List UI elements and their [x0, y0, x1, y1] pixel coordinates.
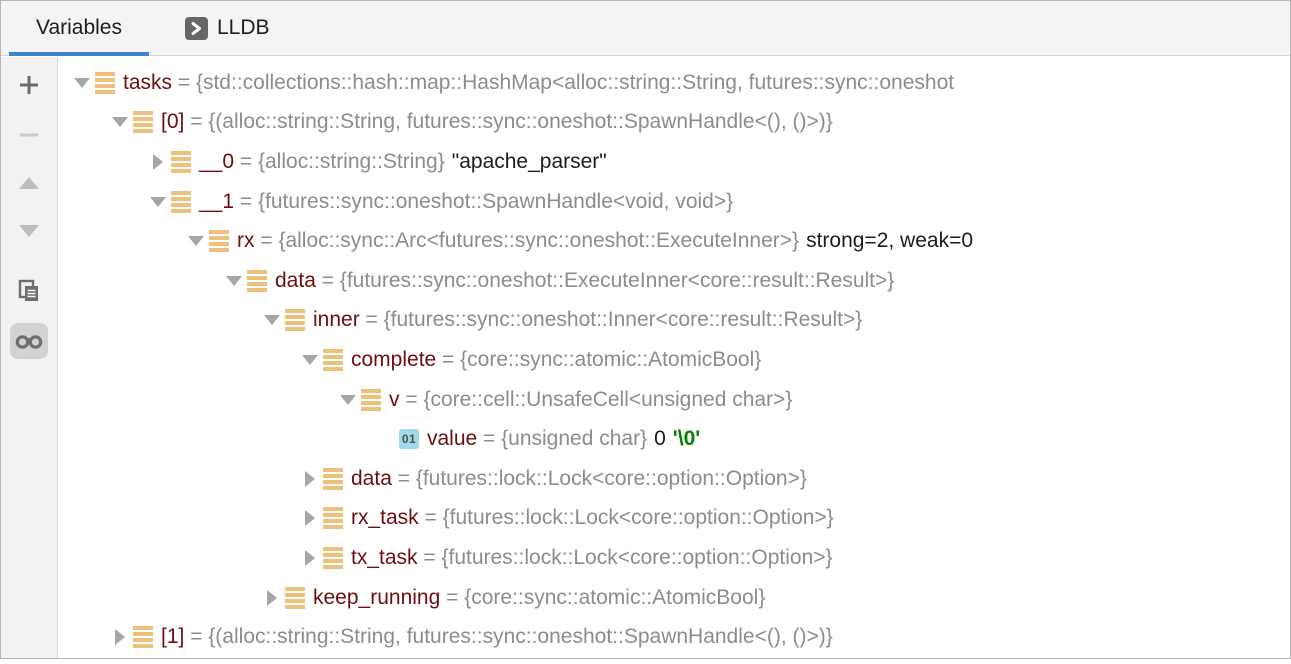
value-text: 0 — [654, 427, 666, 451]
tree-row-value-9[interactable]: 01 value = {unsigned char} 0'\0' — [59, 419, 1289, 459]
primitive-value-icon: 01 — [399, 429, 419, 450]
expander-expanded-icon[interactable] — [112, 117, 128, 128]
arrow-down-icon — [19, 225, 39, 237]
expander-expanded-icon[interactable] — [74, 77, 90, 88]
expander-expanded-icon[interactable] — [264, 315, 280, 326]
tree-row-0-1[interactable]: [0] = {(alloc::string::String, futures::… — [59, 103, 1289, 143]
expander-expanded-icon[interactable] — [226, 275, 242, 286]
expander-collapsed-icon[interactable] — [151, 153, 165, 170]
expander-expanded-icon[interactable] — [340, 394, 356, 405]
struct-icon — [95, 71, 115, 94]
expander-collapsed-icon[interactable] — [303, 549, 317, 566]
tree-row-__1-3[interactable]: __1 = {futures::sync::oneshot::SpawnHand… — [59, 182, 1289, 222]
expander-expanded-icon[interactable] — [188, 236, 204, 247]
struct-icon — [247, 269, 267, 292]
expander-collapsed-icon[interactable] — [303, 510, 317, 527]
struct-icon — [323, 546, 343, 569]
show-watches-button[interactable] — [10, 323, 48, 359]
struct-icon — [133, 111, 153, 134]
tree-row-__0-2[interactable]: __0 = {alloc::string::String} "apache_pa… — [59, 142, 1289, 182]
struct-icon — [323, 348, 343, 371]
tree-row-inner-6[interactable]: inner = {futures::sync::oneshot::Inner<c… — [59, 301, 1289, 341]
tree-row-data-5[interactable]: data = {futures::sync::oneshot::ExecuteI… — [59, 261, 1289, 301]
watch-toolbar — [1, 57, 58, 658]
tab-variables[interactable]: Variables — [9, 1, 149, 56]
expander-expanded-icon[interactable] — [150, 196, 166, 207]
expander-collapsed-icon[interactable] — [113, 629, 127, 646]
struct-icon — [285, 309, 305, 332]
minus-icon — [20, 133, 38, 137]
struct-icon — [171, 190, 191, 213]
tree-row-rx_task-11[interactable]: rx_task = {futures::lock::Lock<core::opt… — [59, 499, 1289, 539]
tree-row-tasks-0[interactable]: tasks = {std::collections::hash::map::Ha… — [59, 63, 1289, 103]
add-watch-button[interactable] — [10, 67, 48, 103]
tab-lldb-label: LLDB — [217, 16, 270, 39]
glasses-icon — [15, 335, 43, 349]
tree-row-1-14[interactable]: [1] = {(alloc::string::String, futures::… — [59, 617, 1289, 657]
tree-row-complete-7[interactable]: complete = {core::sync::atomic::AtomicBo… — [59, 340, 1289, 380]
tab-variables-label: Variables — [36, 16, 122, 39]
variables-tree: tasks = {std::collections::hash::map::Ha… — [59, 57, 1289, 657]
struct-icon — [323, 507, 343, 530]
struct-icon — [171, 150, 191, 173]
struct-icon — [209, 230, 229, 253]
value-text: strong=2, weak=0 — [806, 229, 974, 253]
tree-row-data-10[interactable]: data = {futures::lock::Lock<core::option… — [59, 459, 1289, 499]
console-icon — [185, 16, 208, 40]
move-up-button[interactable] — [10, 165, 48, 201]
copy-value-button[interactable] — [10, 273, 48, 309]
struct-icon — [285, 586, 305, 609]
tree-row-rx-4[interactable]: rx = {alloc::sync::Arc<futures::sync::on… — [59, 221, 1289, 261]
tree-row-keep_running-13[interactable]: keep_running = {core::sync::atomic::Atom… — [59, 578, 1289, 618]
char-value-text: '\0' — [672, 427, 701, 451]
tree-row-tx_task-12[interactable]: tx_task = {futures::lock::Lock<core::opt… — [59, 538, 1289, 578]
expander-collapsed-icon[interactable] — [303, 470, 317, 487]
expander-expanded-icon[interactable] — [302, 354, 318, 365]
arrow-up-icon — [19, 177, 39, 189]
active-tab-underline — [9, 52, 149, 56]
struct-icon — [361, 388, 381, 411]
plus-icon — [20, 76, 38, 94]
value-text: "apache_parser" — [451, 149, 607, 173]
struct-icon — [323, 467, 343, 490]
struct-icon — [133, 626, 153, 649]
copy-icon — [18, 279, 38, 301]
remove-watch-button[interactable] — [10, 117, 48, 153]
tab-bar: Variables LLDB — [1, 1, 1290, 56]
expander-collapsed-icon[interactable] — [265, 589, 279, 606]
tab-lldb[interactable]: LLDB — [171, 1, 284, 55]
tree-row-v-8[interactable]: v = {core::cell::UnsafeCell<unsigned cha… — [59, 380, 1289, 420]
move-down-button[interactable] — [10, 213, 48, 249]
